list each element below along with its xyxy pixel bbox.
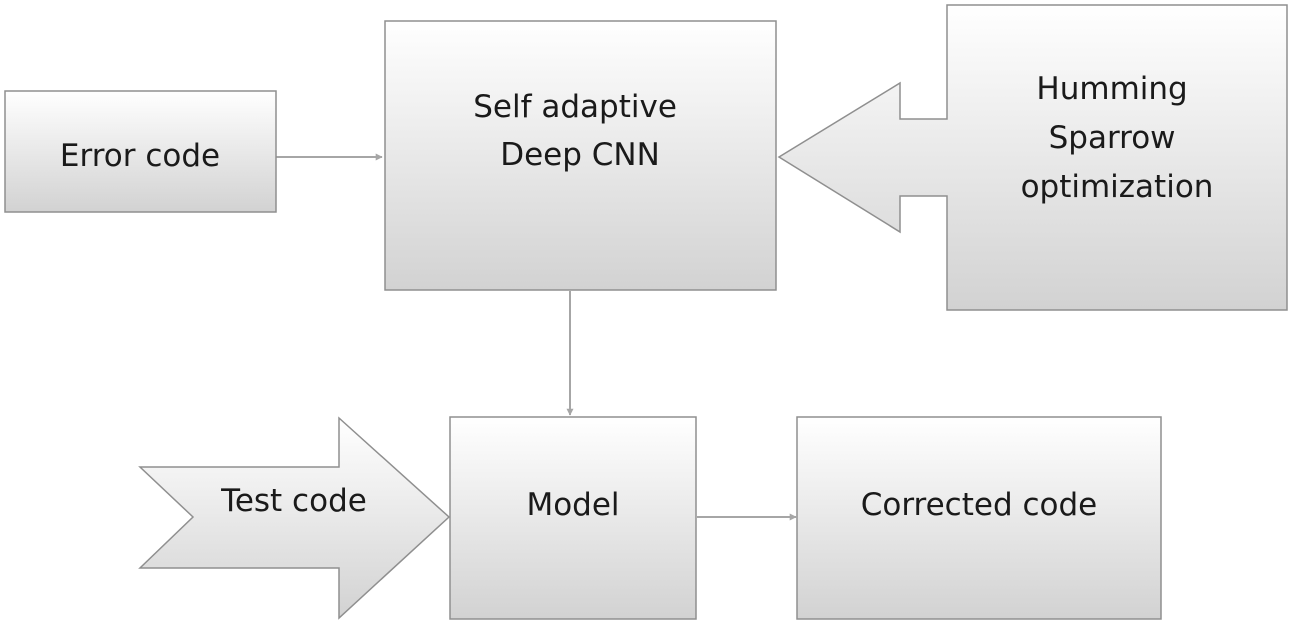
humming-sparrow-label-line-1: Humming xyxy=(1036,71,1187,107)
node-model: Model xyxy=(449,416,697,620)
deep-cnn-label-line-1: Self adaptive xyxy=(473,89,677,125)
deep-cnn-label-line-2: Deep CNN xyxy=(500,137,660,173)
node-corrected-code: Corrected code xyxy=(796,416,1162,620)
node-deep-cnn: Self adaptive Deep CNN xyxy=(384,20,777,291)
model-label: Model xyxy=(526,487,619,523)
error-code-label: Error code xyxy=(60,138,220,174)
svg-text:Self adaptive Deep CNN: Self adaptive Deep CNN xyxy=(473,89,687,173)
svg-text:Humming Sparrow op: Humming Sparrow optimization xyxy=(1021,71,1214,205)
corrected-code-label: Corrected code xyxy=(861,487,1098,523)
humming-sparrow-label-line-2: Sparrow xyxy=(1049,120,1176,156)
node-humming-sparrow: Humming Sparrow optimization xyxy=(777,4,1288,311)
svg-text:Corrected code: Corrected code xyxy=(861,487,1098,523)
svg-text:Model: Model xyxy=(526,487,619,523)
svg-text:Test code: Test code xyxy=(220,483,367,519)
humming-sparrow-label-line-3: optimization xyxy=(1021,169,1214,205)
svg-text:Error code: Error code xyxy=(60,138,220,174)
test-code-label: Test code xyxy=(220,483,367,519)
node-error-code: Error code xyxy=(4,90,277,213)
node-test-code: Test code xyxy=(138,416,451,620)
